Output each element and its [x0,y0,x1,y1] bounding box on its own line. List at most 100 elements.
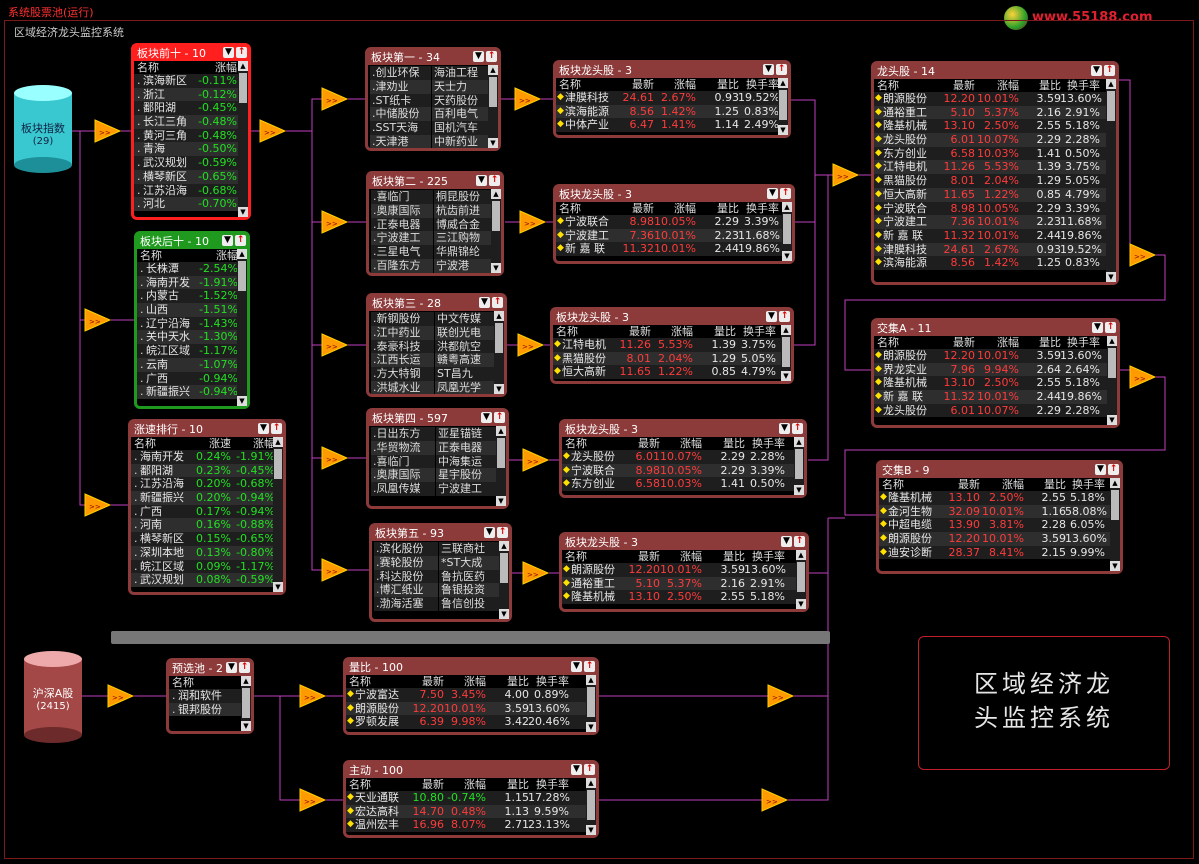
scroll-down-icon[interactable]: ▼ [1106,272,1116,282]
scroll-up-icon[interactable]: ▲ [778,78,788,88]
hs-database-icon[interactable] [24,651,82,743]
table-row[interactable]: 浙江-0.12%. [134,87,248,102]
table-row[interactable]: 内蒙古-1.52%. [137,289,247,304]
scrollbar[interactable]: ▲▼ [1106,79,1116,282]
up-arrow-icon[interactable]: ↑ [792,423,803,434]
sector-cell[interactable]: 赣粤高速 [435,353,498,368]
scroll-thumb[interactable] [795,449,803,479]
dropdown-icon[interactable]: ▼ [767,188,778,199]
scroll-up-icon[interactable]: ▲ [499,541,509,551]
filter-node-icon[interactable]: >> [832,163,860,187]
scrollbar[interactable]: ▲▼ [1107,336,1117,425]
dropdown-icon[interactable]: ▼ [258,423,269,434]
table-row[interactable]: 辽宁沿海-1.43%. [137,316,247,331]
table-row[interactable]: 关中天水-1.30%. [137,330,247,345]
scrollbar[interactable]: ▲▼ [1110,478,1120,571]
scroll-down-icon[interactable]: ▼ [488,138,498,148]
sector-cell[interactable]: .华贸物流 [371,440,435,455]
up-arrow-icon[interactable]: ↑ [1105,322,1116,333]
scroll-up-icon[interactable]: ▲ [794,437,804,447]
filter-node-icon[interactable]: >> [107,684,135,708]
sector-cell[interactable]: 海油工程 [432,66,493,80]
panel-bot10[interactable]: 板块后十 - 10▼↑名称涨幅长株潭-2.54%.海南开发-1.91%.内蒙古-… [134,231,250,409]
sector-cell[interactable]: .凤凰传媒 [371,482,435,496]
scroll-up-icon[interactable]: ▲ [238,61,248,71]
up-arrow-icon[interactable]: ↑ [236,47,247,58]
sector-cell[interactable]: .百隆东方 [371,259,433,273]
table-row[interactable]: 黄河三角-0.48%. [134,128,248,143]
sector-cell[interactable]: ST昌九 [435,367,498,381]
sector-cell[interactable]: .津劝业 [370,79,431,94]
filter-node-icon[interactable]: >> [259,119,287,143]
table-row[interactable]: 长株潭-2.54%. [137,262,247,276]
sector-cell[interactable]: .日出东方 [371,427,435,441]
scroll-thumb[interactable] [1107,91,1115,121]
panel-top10[interactable]: 板块前十 - 10▼↑名称涨幅滨海新区-0.11%.浙江-0.12%.鄱阳湖-0… [131,43,251,220]
index-database-icon[interactable] [14,85,72,173]
scroll-down-icon[interactable]: ▼ [496,496,506,506]
scroll-thumb[interactable] [587,790,595,820]
scrollbar[interactable]: ▲▼ [586,675,596,732]
scroll-up-icon[interactable]: ▲ [782,202,792,212]
up-arrow-icon[interactable]: ↑ [492,297,503,308]
scroll-up-icon[interactable]: ▲ [494,311,504,321]
panel-sec2[interactable]: 板块第二 - 225▼↑.喜临门桐昆股份.奥康国际杭齿前进.正泰电器博威合金.宁… [366,171,504,276]
table-row[interactable]: 海南开发-1.91%. [137,275,247,290]
scroll-thumb[interactable] [239,73,247,103]
dropdown-icon[interactable]: ▼ [1091,65,1102,76]
filter-node-icon[interactable]: >> [299,788,327,812]
filter-node-icon[interactable]: >> [1129,365,1157,389]
sector-cell[interactable]: .ST纸卡 [370,93,431,108]
scroll-down-icon[interactable]: ▼ [782,251,792,261]
table-row[interactable]: 云南-1.07%. [137,357,247,372]
up-arrow-icon[interactable]: ↑ [584,764,595,775]
sector-cell[interactable]: 中海集运 [436,454,500,469]
scroll-thumb[interactable] [779,90,787,120]
scroll-up-icon[interactable]: ▲ [781,325,791,335]
sector-cell[interactable]: 鲁抗医药 [439,569,503,584]
scroll-thumb[interactable] [782,337,790,367]
sector-cell[interactable]: 博威合金 [434,217,496,232]
sector-cell[interactable]: .方大特钢 [371,367,434,381]
sector-cell[interactable]: .泰豪科技 [371,339,434,354]
scrollbar[interactable]: ▲▼ [499,541,509,619]
dropdown-icon[interactable]: ▼ [222,235,233,246]
scroll-down-icon[interactable]: ▼ [499,609,509,619]
filter-node-icon[interactable]: >> [517,333,545,357]
dropdown-icon[interactable]: ▼ [571,661,582,672]
table-row[interactable]: 长江三角-0.48%. [134,115,248,129]
dropdown-icon[interactable]: ▼ [571,764,582,775]
scrollbar[interactable]: ▲▼ [488,65,498,148]
sector-cell[interactable]: 凤凰光学 [435,381,498,394]
table-row[interactable]: 广西-0.94%. [137,371,247,386]
scroll-up-icon[interactable]: ▲ [488,65,498,75]
sector-cell[interactable]: 百利电气 [432,107,493,122]
sector-cell[interactable]: .奥康国际 [371,203,433,218]
sector-cell[interactable]: 中文传媒 [435,312,498,326]
scroll-thumb[interactable] [492,201,500,231]
